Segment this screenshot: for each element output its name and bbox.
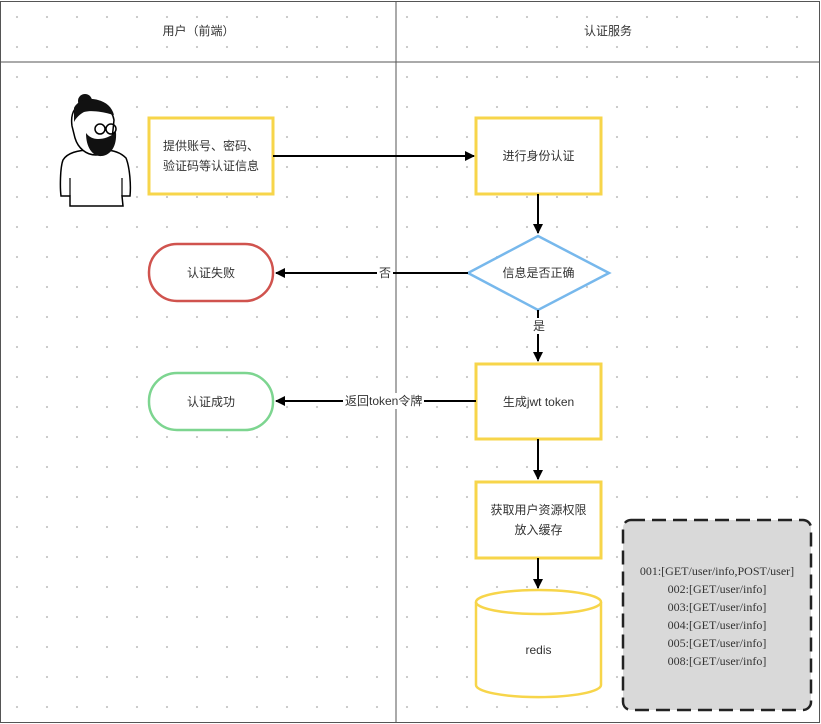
generate-jwt-box	[474, 362, 603, 441]
lane-title-frontend: 用户（前端）	[162, 24, 235, 38]
submit-credentials-label: 提供账号、密码、 验证码等认证信息	[162, 139, 259, 173]
cache-entry: 002:[GET/user/info]	[667, 582, 767, 596]
user-avatar-icon	[59, 94, 132, 207]
edge-label-yes: 是	[531, 318, 548, 334]
edge-label-no: 否	[377, 265, 394, 281]
redis-cylinder	[474, 588, 603, 699]
authenticate-box	[474, 116, 603, 196]
cache-note-box	[621, 518, 813, 712]
lane-title-auth-service: 认证服务	[583, 24, 632, 38]
auth-success-terminal	[147, 371, 275, 432]
redis-label: redis	[525, 643, 552, 657]
edge-label-return-token: 返回token令牌	[343, 393, 425, 409]
auth-success-label: 认证成功	[186, 394, 235, 409]
cache-entry: 001:[GET/user/info,POST/user]	[639, 564, 795, 578]
cache-entry-list: 001:[GET/user/info,POST/user] 002:[GET/u…	[623, 562, 811, 670]
auth-fail-terminal	[147, 242, 275, 303]
fetch-permissions-box	[474, 480, 603, 560]
check-info-label: 信息是否正确	[502, 266, 575, 280]
cache-entry: 008:[GET/user/info]	[667, 654, 767, 668]
generate-jwt-label: 生成jwt token	[502, 394, 575, 409]
fetch-permissions-label: 获取用户资源权限 放入缓存	[490, 503, 587, 537]
cache-entry: 004:[GET/user/info]	[667, 618, 767, 632]
authenticate-label: 进行身份认证	[502, 149, 575, 163]
cache-entry: 003:[GET/user/info]	[667, 600, 767, 614]
auth-fail-label: 认证失败	[186, 265, 235, 280]
cache-entry: 005:[GET/user/info]	[667, 636, 767, 650]
